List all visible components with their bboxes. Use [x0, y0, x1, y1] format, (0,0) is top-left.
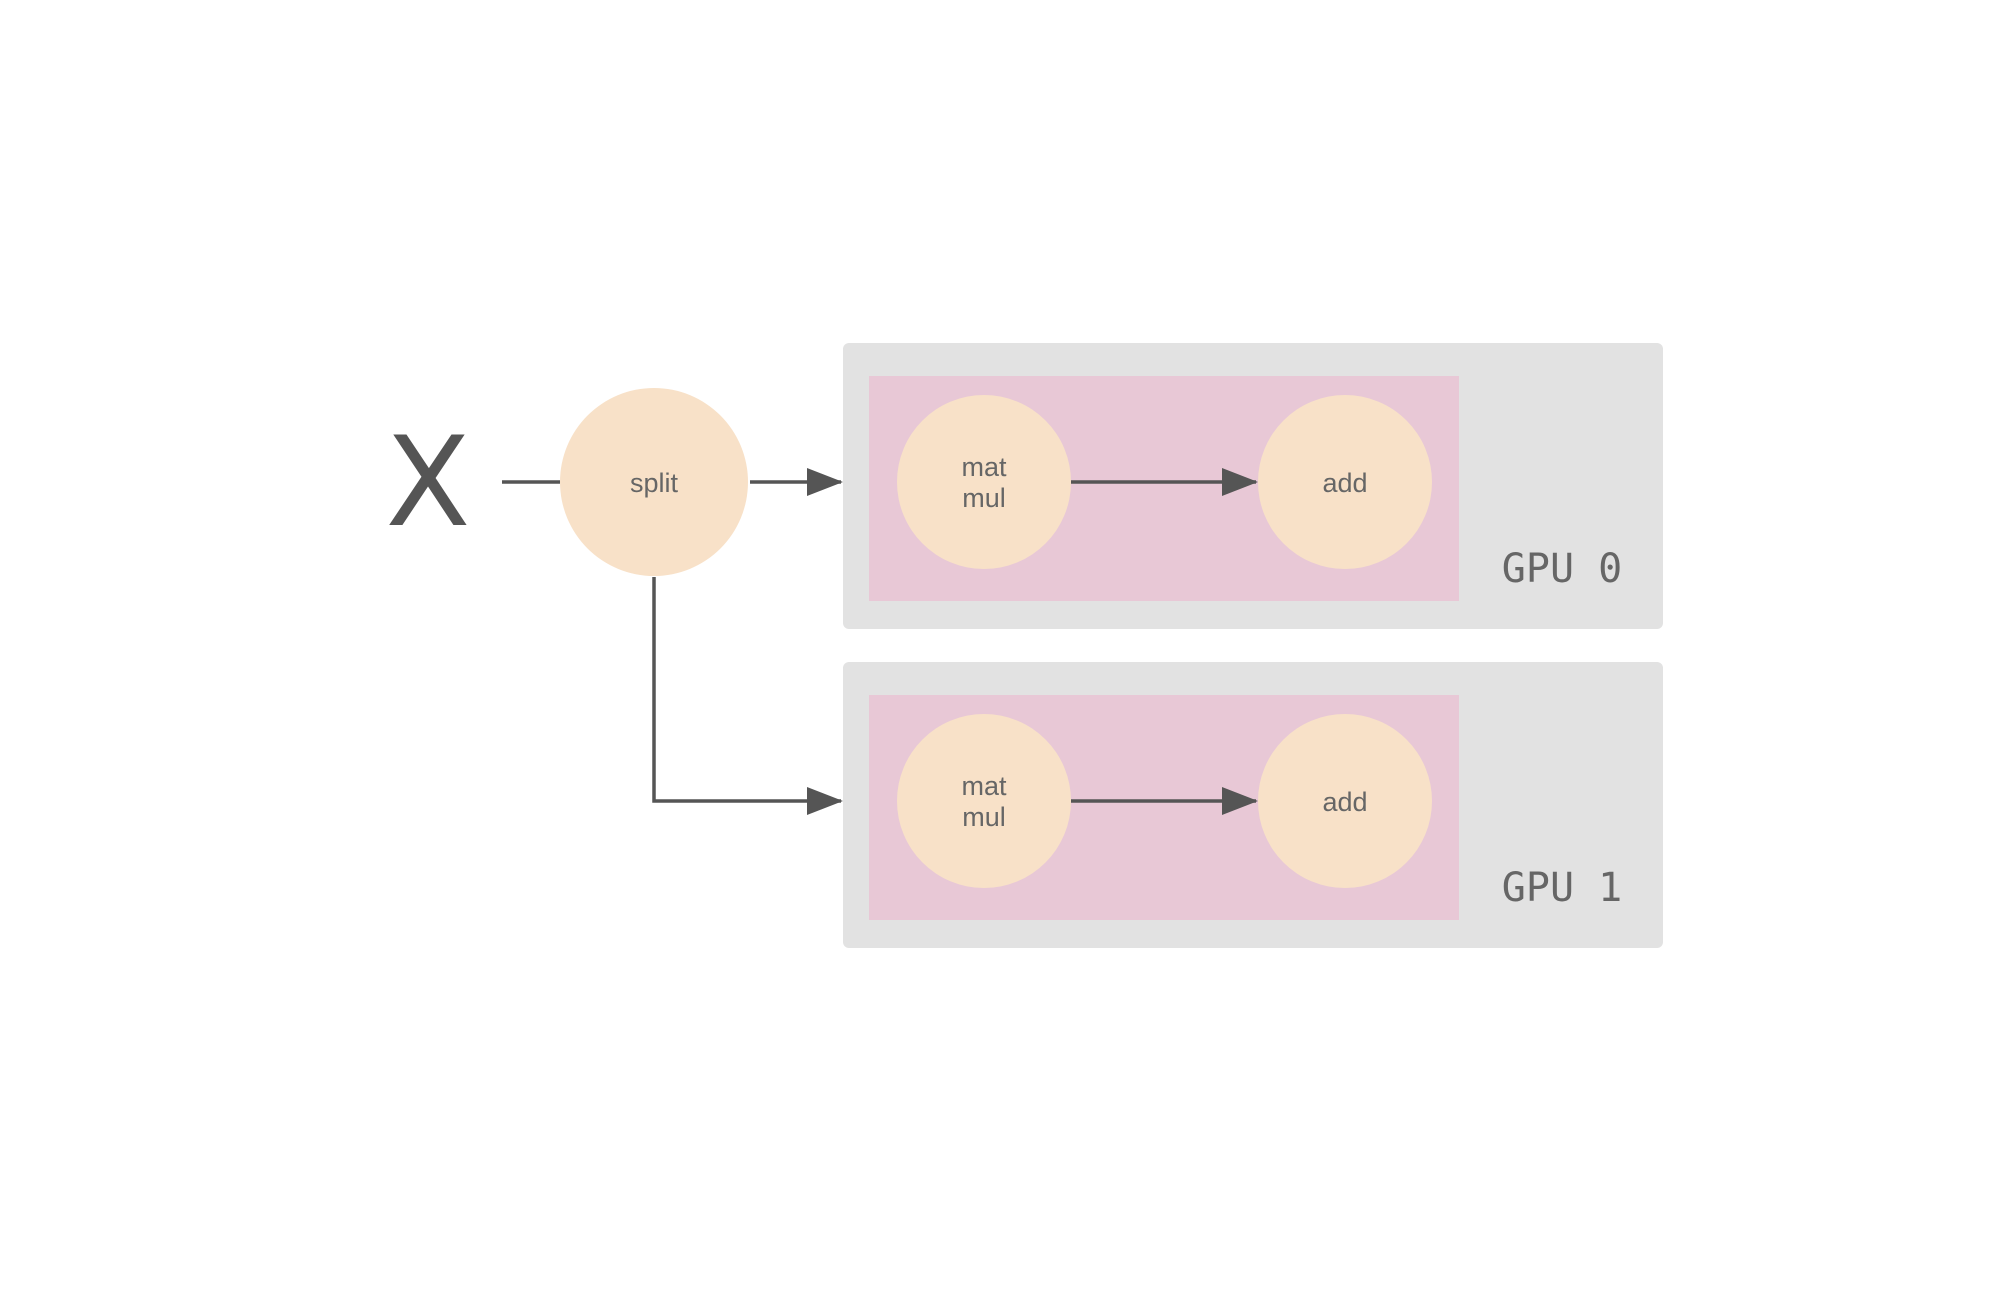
gpu-0-add-label: add	[1322, 468, 1367, 498]
gpu-0-matmul-label-line1: mat	[961, 452, 1007, 482]
gpu-1-matmul-node	[897, 714, 1071, 888]
split-node	[560, 388, 748, 576]
gpu-1-matmul-label-line2: mul	[962, 802, 1006, 832]
input-x-label: X	[386, 411, 471, 555]
gpu-0-matmul-node	[897, 395, 1071, 569]
gpu-1-add-label: add	[1322, 787, 1367, 817]
gpu-0-add-node	[1258, 395, 1432, 569]
gpu-1-matmul-label-line1: mat	[961, 771, 1007, 801]
gpu-0-label: GPU 0	[1502, 546, 1622, 592]
split-node-label: split	[630, 468, 679, 498]
gpu-0-matmul-label-line2: mul	[962, 483, 1006, 513]
gpu-1-add-node	[1258, 714, 1432, 888]
edge-split-to-gpu-1	[652, 577, 843, 815]
gpu-1-label: GPU 1	[1502, 865, 1622, 911]
